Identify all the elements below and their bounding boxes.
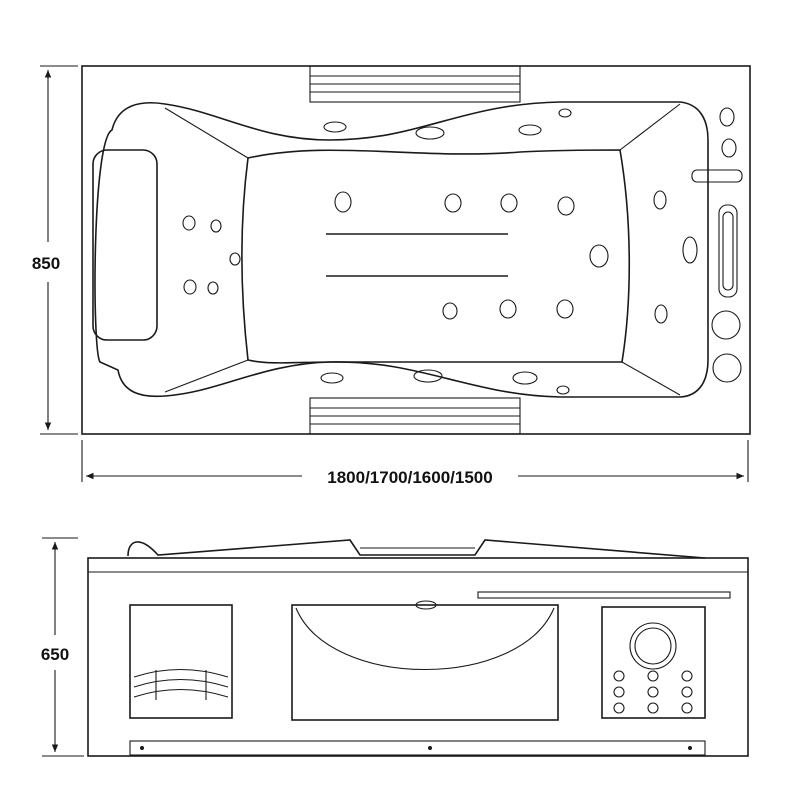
basin-floor (241, 149, 631, 364)
top-view: 850 1800/1700/1600/1500 (32, 65, 751, 487)
height-dimension: 850 (32, 65, 78, 435)
shower-holder (718, 204, 738, 298)
left-access-panel (129, 604, 233, 719)
water-jets (182, 108, 698, 395)
basin-outline (94, 101, 709, 398)
side-view: 650 (41, 537, 749, 757)
side-height-dimension: 650 (41, 537, 84, 757)
bottom-handle-pad (309, 397, 521, 435)
top-handle-pad (309, 65, 521, 103)
control-panel-top (691, 107, 743, 383)
center-access-panel (291, 600, 559, 721)
control-dial-icon (629, 622, 677, 670)
right-control-panel (601, 606, 706, 719)
control-buttons (613, 670, 693, 714)
tub-side-body (87, 557, 749, 757)
length-dimension: 1800/1700/1600/1500 (81, 440, 749, 487)
width-dimension-label: 850 (32, 254, 60, 273)
headrest-pillow (92, 149, 158, 341)
tub-top-contour (127, 539, 706, 559)
faucet-icon (691, 169, 743, 183)
length-dimension-label: 1800/1700/1600/1500 (327, 468, 492, 487)
height-dimension-label: 650 (41, 645, 69, 664)
base-skirt (129, 740, 706, 756)
side-rail (477, 591, 731, 599)
